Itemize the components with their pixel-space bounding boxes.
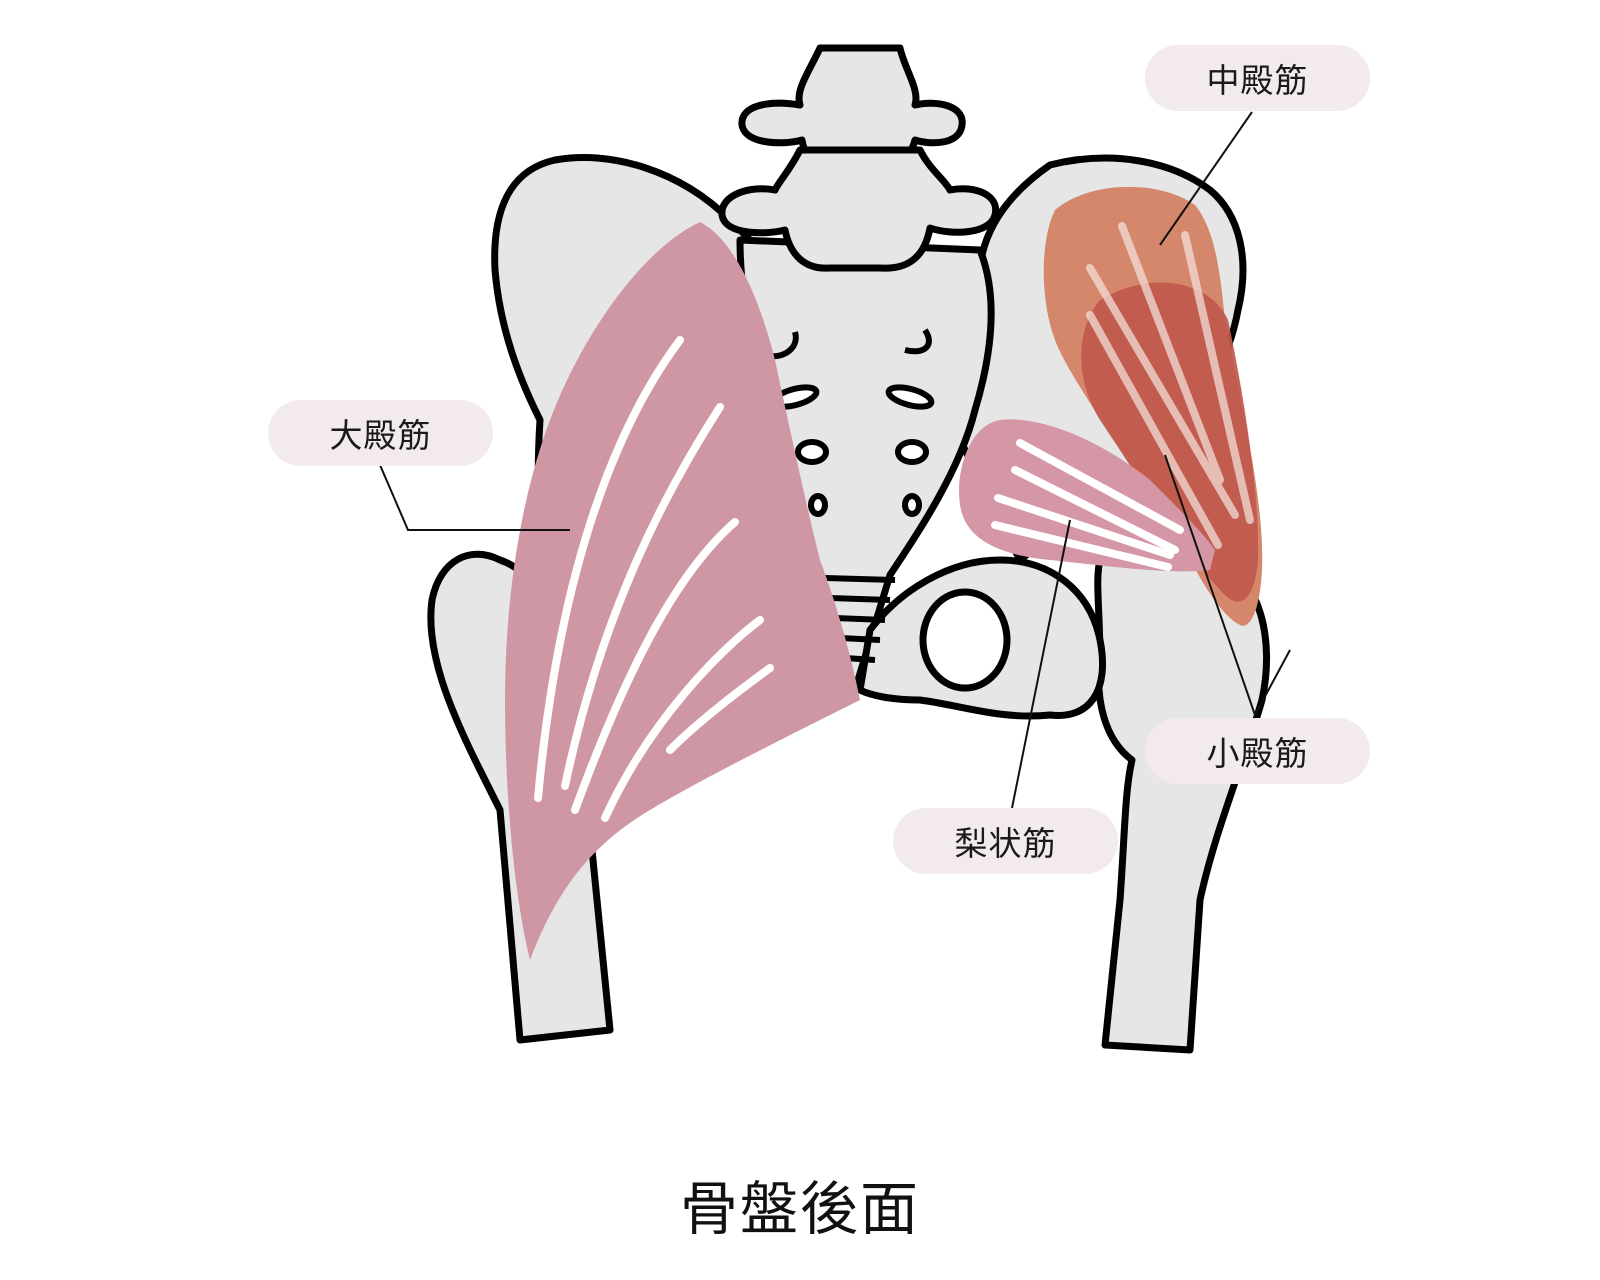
medius-fibers (1086, 222, 1254, 549)
label-gluteus-medius-text: 中殿筋 (1206, 61, 1309, 100)
piriformis-leader (1011, 519, 1071, 809)
gluteus-maximus-muscle (505, 222, 860, 960)
piriformis-fibers (991, 439, 1184, 571)
label-piriformis-text: 梨状筋 (954, 824, 1057, 863)
label-gluteus-minimus: 小殿筋 (1145, 718, 1370, 784)
gluteus-minimus-leader (1164, 454, 1291, 718)
label-gluteus-minimus-text: 小殿筋 (1206, 734, 1309, 773)
leader-lines (379, 111, 1291, 809)
maximus-fibers (534, 336, 774, 822)
label-gluteus-maximus: 大殿筋 (268, 400, 493, 466)
label-gluteus-medius: 中殿筋 (1145, 45, 1370, 111)
label-piriformis: 梨状筋 (893, 808, 1118, 874)
obturator-foramen (919, 588, 1011, 692)
vertebra-l5 (718, 146, 1000, 272)
sacral-foramina (764, 328, 935, 517)
diagram-title: 骨盤後面 (679, 1175, 920, 1243)
gluteus-medius-leader (1159, 111, 1253, 246)
gluteus-maximus-leader (379, 464, 570, 531)
label-gluteus-maximus-text: 大殿筋 (329, 416, 432, 455)
